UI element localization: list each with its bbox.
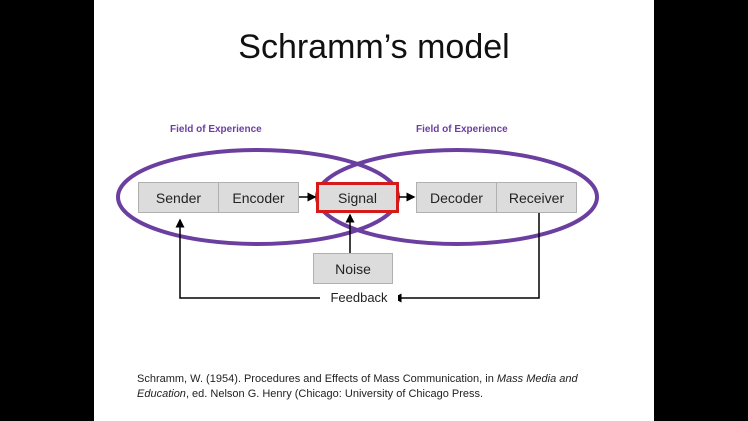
sender-box: Sender	[138, 182, 219, 213]
citation-text: , ed. Nelson G. Henry (Chicago: Universi…	[185, 388, 484, 400]
feedback-label: Feedback	[320, 290, 398, 305]
noise-box: Noise	[313, 253, 393, 284]
field-of-experience-label-left: Field of Experience	[170, 124, 262, 135]
citation-italic: Education	[137, 388, 186, 400]
citation-text: Schramm, W. (1954). Procedures and Effec…	[137, 373, 497, 385]
signal-box: Signal	[316, 182, 399, 213]
citation-italic: Mass Media and	[496, 373, 578, 385]
feedback-line-left	[175, 218, 320, 299]
feedback-line-right	[392, 213, 540, 303]
slide-title: Schramm’s model	[238, 28, 510, 66]
field-of-experience-label-right: Field of Experience	[416, 124, 508, 135]
receiver-box: Receiver	[496, 182, 577, 213]
encoder-box: Encoder	[218, 182, 299, 213]
decoder-box: Decoder	[416, 182, 497, 213]
citation: Schramm, W. (1954). Procedures and Effec…	[137, 372, 597, 402]
